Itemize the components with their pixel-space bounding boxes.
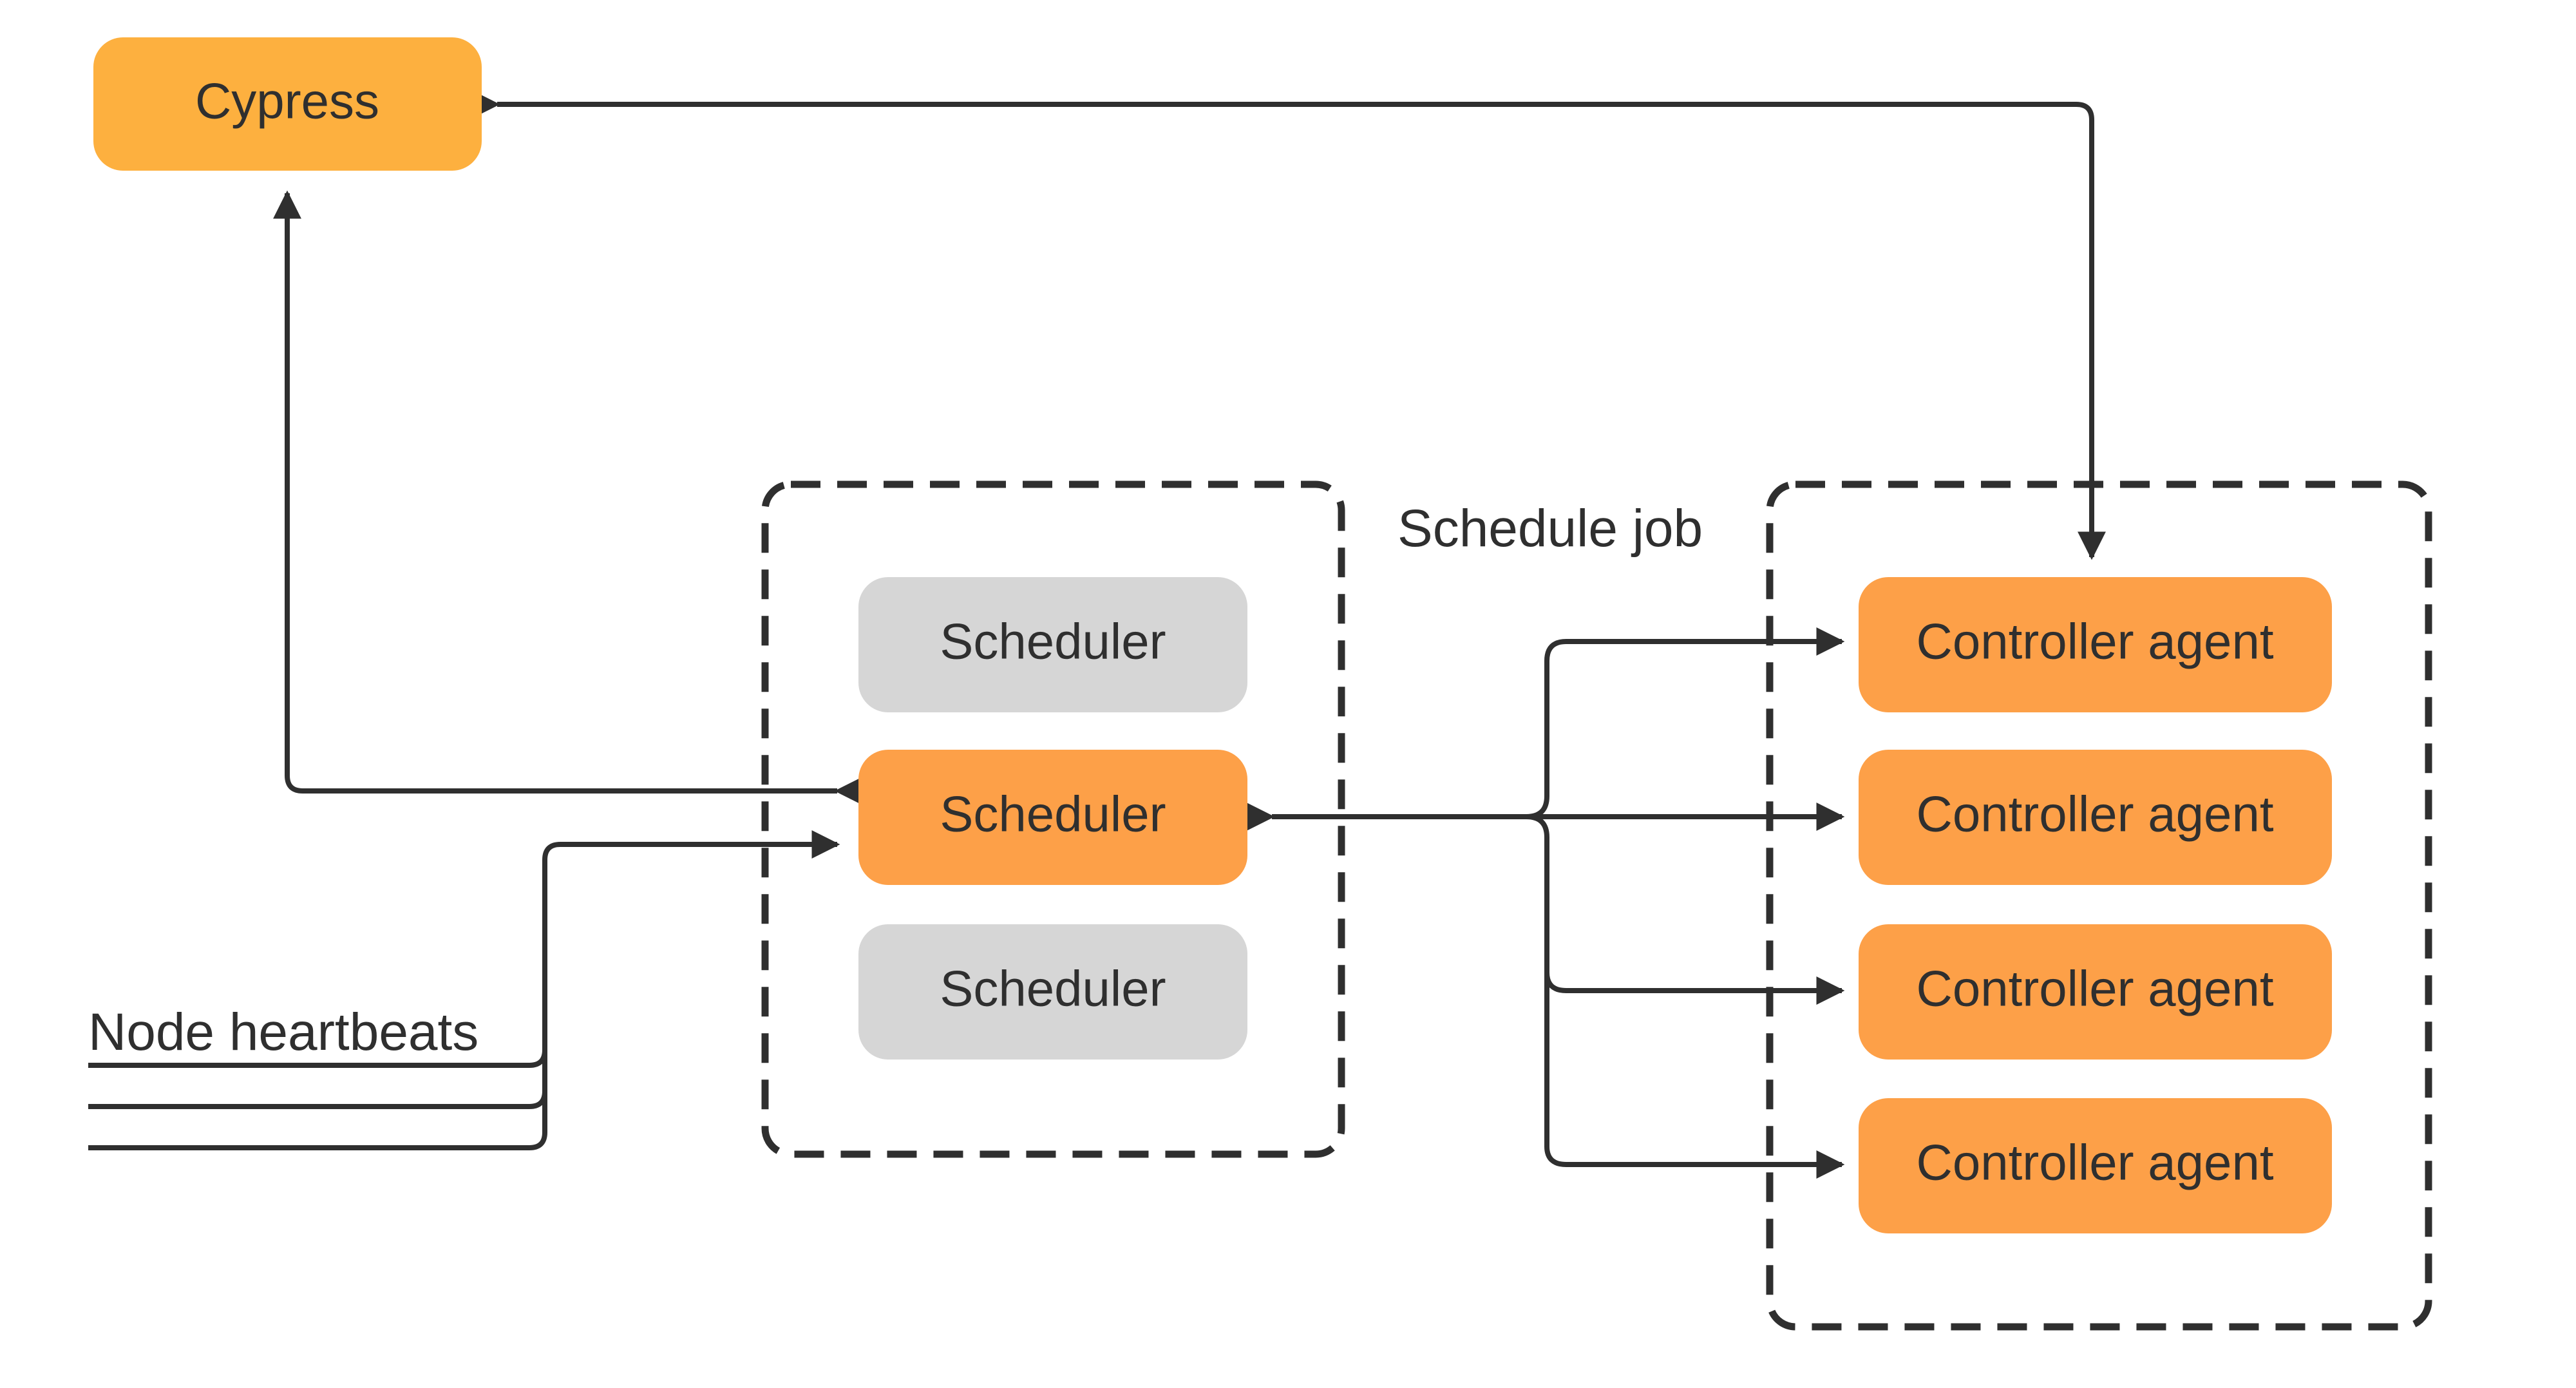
controller-agent-node-2: Controller agent: [1859, 750, 2332, 885]
scheduler-bottom-node: Scheduler: [858, 924, 1247, 1060]
edge-cypress-to-controller-agents: [471, 90, 2106, 560]
controller-agent-label-2: Controller agent: [1917, 786, 2274, 842]
controller-agent-node-1: Controller agent: [1859, 577, 2332, 712]
edge-to-controller-agent-1: [1526, 627, 1845, 819]
scheduler-top-label: Scheduler: [940, 613, 1166, 670]
scheduler-bottom-box: [858, 924, 1247, 1060]
scheduler-active-box: [858, 750, 1247, 885]
cypress-node: Cypress: [93, 37, 482, 171]
controller-agent-label-3: Controller agent: [1917, 960, 2274, 1017]
edge-to-controller-agent-3: [1526, 814, 1845, 1005]
scheduler-active-label: Scheduler: [940, 786, 1166, 842]
edge-to-controller-agent-4: [1544, 973, 1845, 1179]
cypress-label: Cypress: [195, 73, 379, 129]
scheduler-group-box: [761, 480, 1345, 1158]
node-heartbeats-label: Node heartbeats: [88, 1003, 478, 1061]
edge-node-heartbeat-3: [88, 1091, 547, 1150]
cypress-box: [93, 37, 482, 171]
scheduler-bottom-label: Scheduler: [940, 960, 1166, 1017]
controller-agent-box-4: [1859, 1098, 2332, 1233]
scheduler-top-box: [858, 577, 1247, 712]
controller-agent-node-4: Controller agent: [1859, 1098, 2332, 1233]
controller-agent-box-2: [1859, 750, 2332, 885]
schedule-job-label: Schedule job: [1397, 499, 1703, 558]
controller-agent-node-3: Controller agent: [1859, 924, 2332, 1060]
scheduler-top-node: Scheduler: [858, 577, 1247, 712]
controller-agent-box-3: [1859, 924, 2332, 1060]
controller-agent-box-1: [1859, 577, 2332, 712]
edge-node-heartbeat-1: [88, 830, 840, 1068]
controller-agent-label-1: Controller agent: [1917, 613, 2274, 670]
controller-agent-label-4: Controller agent: [1917, 1134, 2274, 1191]
scheduler-active-node: Scheduler: [858, 750, 1247, 885]
edge-scheduler-to-cypress: [273, 190, 863, 805]
